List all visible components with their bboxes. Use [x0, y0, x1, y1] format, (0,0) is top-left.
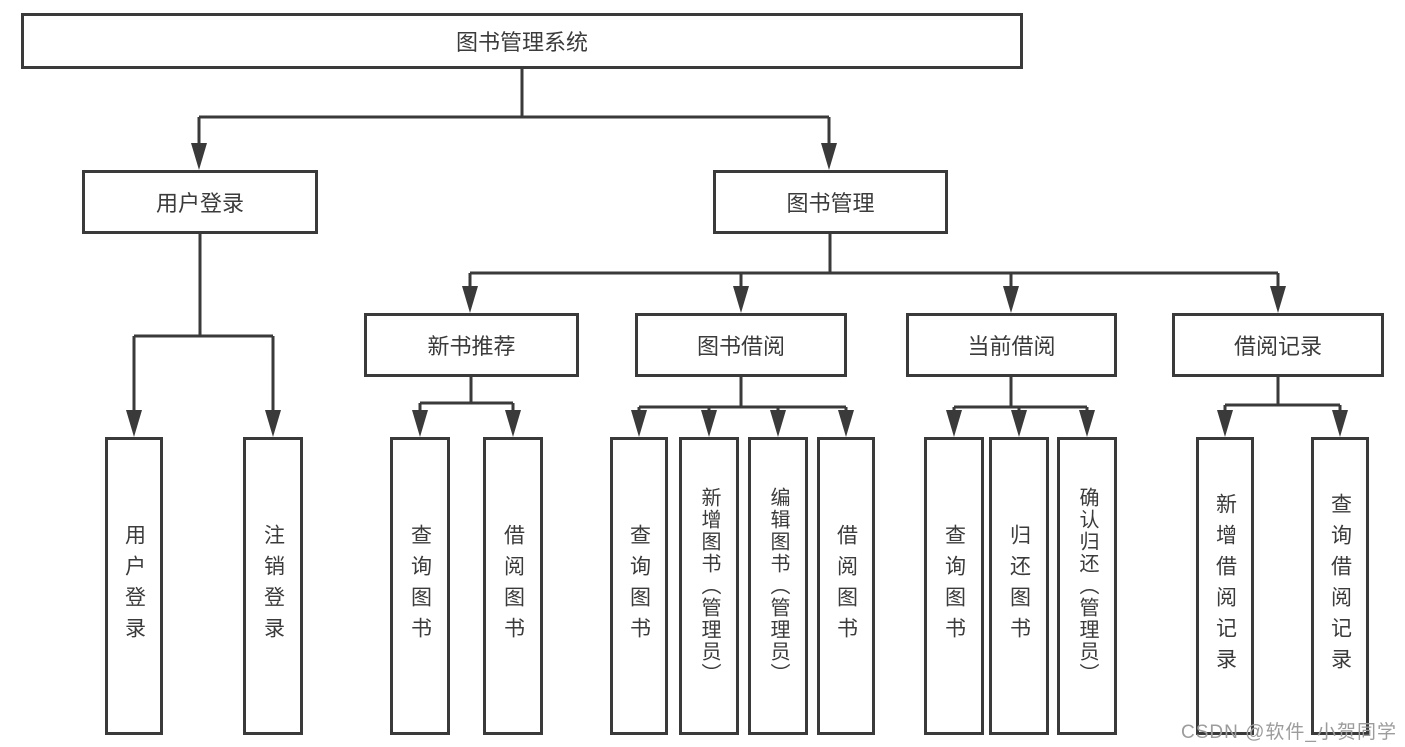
node-book-management: 图书管理	[713, 170, 948, 234]
leaf-user-login-label: 用户登录	[122, 524, 146, 648]
leaf-query-books-recommend-label: 查询图书	[408, 524, 432, 648]
node-book-borrow: 图书借阅	[635, 313, 847, 377]
leaf-borrow-books-label: 借阅图书	[834, 524, 858, 648]
leaf-return-books: 归还图书	[989, 437, 1049, 735]
node-user-login-label: 用户登录	[155, 191, 244, 216]
node-user-login: 用户登录	[82, 170, 318, 234]
node-borrow-records-label: 借阅记录	[1233, 334, 1322, 359]
leaf-return-books-label: 归还图书	[1007, 524, 1031, 648]
leaf-confirm-return-admin-label: 确认归还（管理员）	[1076, 487, 1098, 685]
csdn-watermark: CSDN @软件_小贺同学	[1181, 722, 1397, 743]
leaf-query-books-recommend: 查询图书	[390, 437, 450, 735]
leaf-add-borrow-record-label: 新增借阅记录	[1213, 493, 1237, 679]
leaf-query-books-borrow-label: 查询图书	[627, 524, 651, 648]
leaf-user-login: 用户登录	[105, 437, 163, 735]
node-current-borrow-label: 当前借阅	[967, 334, 1056, 359]
leaf-logout-label: 注销登录	[261, 524, 285, 648]
leaf-confirm-return-admin: 确认归还（管理员）	[1057, 437, 1117, 735]
leaf-query-borrow-record: 查询借阅记录	[1311, 437, 1369, 735]
leaf-logout: 注销登录	[243, 437, 303, 735]
node-current-borrow: 当前借阅	[906, 313, 1117, 377]
node-book-management-label: 图书管理	[786, 191, 875, 216]
node-new-book-recommend-label: 新书推荐	[427, 334, 516, 359]
node-borrow-records: 借阅记录	[1172, 313, 1384, 377]
leaf-borrow-books-recommend: 借阅图书	[483, 437, 543, 735]
leaf-query-borrow-record-label: 查询借阅记录	[1328, 493, 1352, 679]
node-book-borrow-label: 图书借阅	[696, 334, 785, 359]
leaf-query-books-current: 查询图书	[924, 437, 984, 735]
root-node-label: 图书管理系统	[455, 30, 588, 55]
leaf-edit-books-admin-label: 编辑图书（管理员）	[767, 487, 789, 685]
root-node-library-system: 图书管理系统	[21, 13, 1023, 69]
leaf-add-books-admin: 新增图书（管理员）	[679, 437, 739, 735]
node-new-book-recommend: 新书推荐	[364, 313, 579, 377]
leaf-add-borrow-record: 新增借阅记录	[1196, 437, 1254, 735]
leaf-edit-books-admin: 编辑图书（管理员）	[748, 437, 808, 735]
leaf-borrow-books-recommend-label: 借阅图书	[501, 524, 525, 648]
leaf-borrow-books: 借阅图书	[817, 437, 875, 735]
leaf-add-books-admin-label: 新增图书（管理员）	[698, 487, 720, 685]
leaf-query-books-borrow: 查询图书	[610, 437, 668, 735]
leaf-query-books-current-label: 查询图书	[942, 524, 966, 648]
